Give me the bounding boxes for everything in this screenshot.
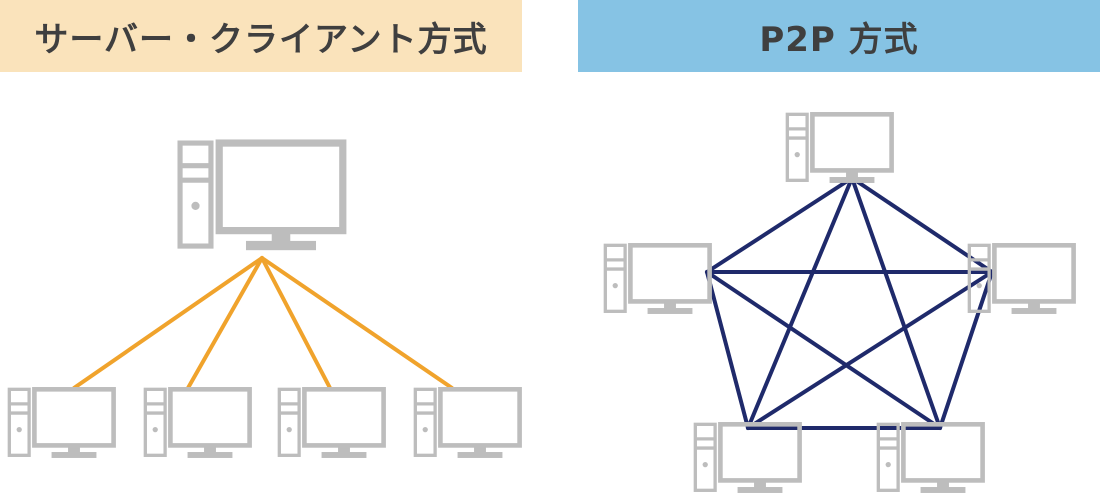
peer-computer-icon — [785, 112, 894, 183]
client-server-link — [260, 256, 454, 390]
server-computer-icon — [177, 139, 347, 251]
p2p-link — [705, 270, 942, 430]
client-computer-icon — [413, 387, 522, 458]
p2p-link — [850, 176, 942, 430]
client-computer-icon — [143, 387, 252, 458]
p2p-link — [938, 270, 994, 430]
p2p-link — [746, 176, 854, 430]
peer-computer-icon — [603, 243, 712, 314]
p2p-link — [746, 270, 994, 430]
client-computer-icon — [7, 387, 116, 458]
peer-computer-icon — [876, 422, 985, 493]
peer-computer-icon — [967, 243, 1076, 314]
p2p-link — [705, 270, 750, 430]
peer-computer-icon — [693, 422, 802, 493]
client-server-link — [186, 256, 264, 390]
p2p-title: P2P 方式 — [578, 0, 1100, 72]
client-computer-icon — [277, 387, 386, 458]
client-server-link — [260, 256, 332, 390]
p2p-link — [850, 176, 994, 274]
client-server-title: サーバー・クライアント方式 — [0, 0, 522, 72]
p2p-link — [705, 176, 854, 274]
client-server-link — [72, 256, 264, 390]
